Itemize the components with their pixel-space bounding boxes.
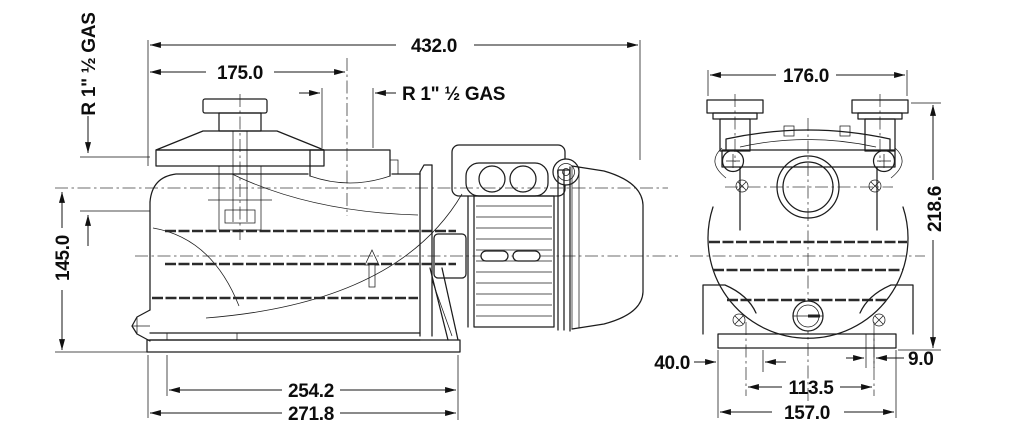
pump-front-view: 176.0 218.6 40.0 9.0 113.5: [654, 66, 946, 424]
dim-foot-width-value: 40.0: [654, 353, 690, 374]
dim-inlet-to-port-value: 175.0: [217, 63, 263, 84]
fan-cover: [571, 165, 644, 330]
drain-plug: [131, 309, 151, 342]
dim-slot-width-value: 9.0: [908, 349, 934, 370]
dim-width-value: 176.0: [783, 66, 829, 87]
dim-overall-length-value: 432.0: [411, 36, 457, 57]
side-view-centerlines: [55, 58, 678, 257]
dim-hole-spacing: 113.5: [747, 378, 873, 399]
dim-inlet-to-port: 175.0: [149, 63, 346, 84]
pump-body: [149, 164, 467, 341]
dim-pump-length: 254.2: [166, 355, 459, 420]
suction-port-circle: [776, 155, 840, 219]
dim-pump-length-value: 254.2: [288, 381, 334, 402]
label-discharge-thread-value: R 1" ½ GAS: [402, 84, 505, 105]
discharge-port: [309, 149, 399, 184]
label-suction-thread-value: R 1" ½ GAS: [79, 12, 100, 115]
dim-width: 176.0: [707, 66, 908, 96]
dim-axis-height-value: 145.0: [53, 235, 74, 281]
dim-base-length-value: 271.8: [288, 404, 334, 425]
dim-slot-width: 9.0: [846, 349, 934, 370]
dim-overall-length: 432.0: [147, 36, 641, 166]
base-and-feet: [146, 267, 461, 353]
dim-axis-height: 145.0: [53, 191, 147, 353]
label-discharge-thread: R 1" ½ GAS: [299, 84, 505, 148]
dim-height-value: 218.6: [925, 186, 946, 232]
flow-up-arrow-icon: [364, 249, 380, 288]
front-base-and-feet: [702, 284, 914, 368]
dim-base-length: 271.8: [147, 355, 457, 425]
motor-fins: [476, 205, 552, 317]
strainer-lid-front: [725, 125, 891, 151]
dim-hole-spacing-value: 113.5: [789, 378, 835, 399]
label-suction-thread: R 1" ½ GAS: [79, 12, 150, 246]
pump-side-view: 432.0 175.0 R 1" ½ GAS R 1" ½ GAS 1: [53, 12, 678, 425]
dim-base-width: 157.0: [717, 350, 897, 424]
tank-flange-band: [714, 147, 903, 231]
dim-foot-width: 40.0: [654, 350, 786, 374]
port-caps: [706, 99, 909, 152]
dim-base-width-value: 157.0: [784, 403, 830, 424]
dim-height: 218.6: [898, 102, 946, 351]
strainer-cap: [155, 98, 325, 231]
drain-boss: [792, 300, 824, 332]
flange-bolts: [735, 179, 882, 193]
round-casing: [707, 206, 909, 339]
motor: [451, 144, 644, 332]
cable-gland-icon: [552, 158, 580, 186]
